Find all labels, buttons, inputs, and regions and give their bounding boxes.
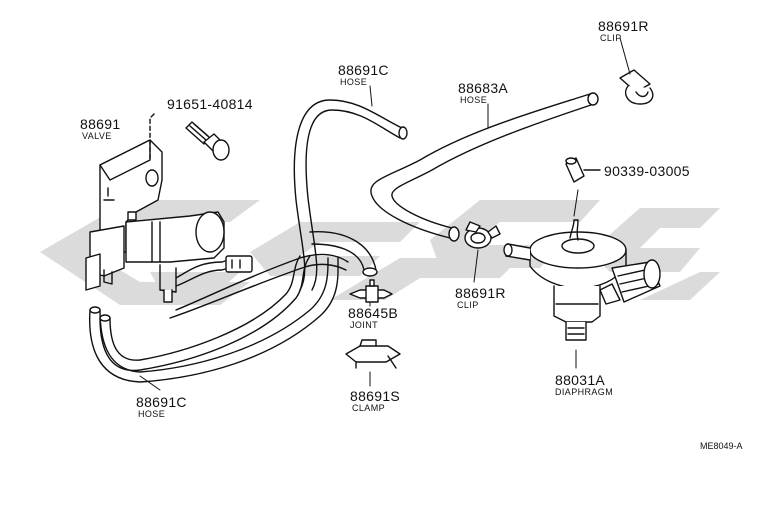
hose-top-part[interactable]	[294, 100, 407, 290]
hose-long-part[interactable]	[371, 93, 598, 241]
label-valve-number: 88691	[80, 116, 121, 132]
reference-code: ME8049-A	[700, 441, 743, 451]
label-hose-long-number: 88683A	[458, 80, 509, 96]
label-hose-bottom-number: 88691C	[136, 394, 187, 410]
label-clip-mid-number: 88691R	[455, 285, 506, 301]
label-clip-top-number: 88691R	[598, 18, 649, 34]
joint-part[interactable]	[350, 280, 392, 302]
plug-part[interactable]	[566, 158, 600, 182]
clip-mid-part[interactable]	[465, 222, 500, 248]
label-clamp-number: 88691S	[350, 388, 401, 404]
label-hose-long-name: HOSE	[460, 95, 488, 105]
label-joint-name: JOINT	[350, 320, 378, 330]
clip-top-part[interactable]	[620, 70, 653, 104]
valve-part[interactable]	[86, 140, 252, 302]
bolt-leader	[150, 114, 154, 160]
hose-bottom-part[interactable]	[90, 256, 338, 382]
label-valve-name: VALVE	[82, 131, 112, 141]
label-plug-number: 90339-03005	[604, 163, 690, 179]
label-diaphragm-number: 88031A	[555, 372, 606, 388]
hose-short-part[interactable]	[310, 232, 377, 276]
label-clamp-name: CLAMP	[352, 403, 386, 413]
hose-valve-link[interactable]	[170, 255, 348, 318]
leader-lines	[140, 38, 630, 390]
bolt-part[interactable]	[186, 122, 229, 160]
label-hose-bottom-name: HOSE	[138, 409, 166, 419]
clamp-part[interactable]	[346, 340, 400, 368]
label-clip-mid-name: CLIP	[457, 300, 479, 310]
label-joint-number: 88645B	[348, 305, 399, 321]
label-hose-top-number: 88691C	[338, 62, 389, 78]
label-bolt-number: 91651-40814	[167, 96, 253, 112]
label-diaphragm-name: DIAPHRAGM	[555, 387, 614, 397]
label-clip-top-name: CLIP	[600, 33, 622, 43]
diaphragm-part[interactable]	[504, 220, 660, 340]
label-hose-top-name: HOSE	[340, 77, 368, 87]
